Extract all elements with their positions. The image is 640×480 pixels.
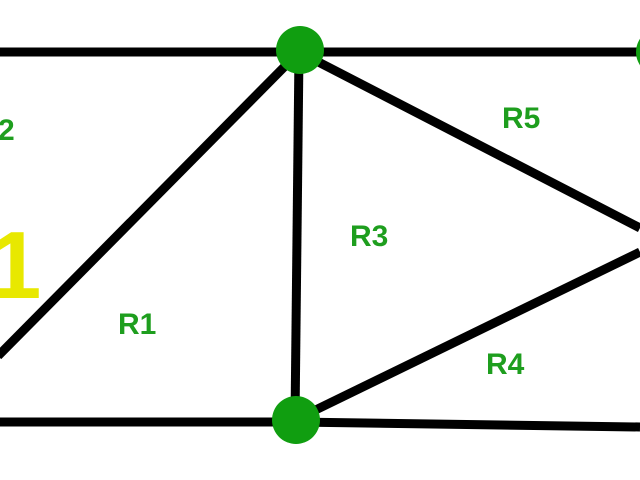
region-label-r4: R4: [486, 348, 525, 381]
edge-bottom-right: [294, 417, 640, 432]
region-label-r3: R3: [350, 220, 389, 253]
node-bottom: [272, 396, 320, 444]
edge-bottom-to-right-diagonal: [293, 247, 640, 425]
edge-top-to-right-diagonal: [296, 48, 640, 232]
node-top: [276, 26, 324, 74]
region-label-r2-partial: 2: [0, 114, 15, 147]
edge-top-to-left-diagonal: [0, 48, 303, 360]
node-top-right-partial: [636, 38, 640, 66]
yellow-label-partial: 1: [0, 212, 42, 319]
region-label-r1: R1: [118, 308, 157, 341]
edge-top-to-bottom-vertical: [290, 51, 304, 421]
region-label-r5: R5: [502, 102, 541, 135]
